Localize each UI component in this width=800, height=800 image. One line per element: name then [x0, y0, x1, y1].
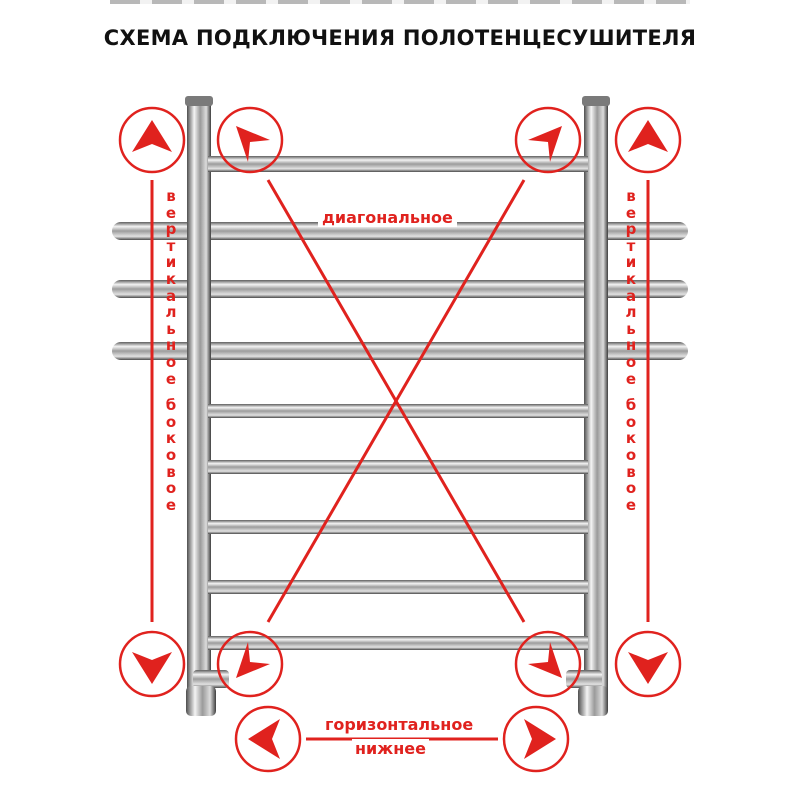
right-cap	[582, 96, 610, 106]
corner-arrow-circle-icon	[216, 630, 284, 698]
vertical-letter: р	[165, 220, 177, 239]
arrow-left-circle-icon	[234, 705, 302, 773]
rung	[208, 580, 588, 594]
outer-rail	[112, 342, 688, 360]
vertical-letter: е	[625, 203, 637, 222]
vertical-letter: н	[625, 336, 637, 355]
rung	[208, 460, 588, 474]
vertical-letter: е	[625, 369, 637, 388]
vertical-letter: т	[626, 236, 636, 255]
corner-arrow-circle-icon	[514, 630, 582, 698]
vertical-letter: к	[165, 269, 177, 288]
right-valve	[578, 686, 608, 716]
arrow-up-circle-icon	[118, 106, 186, 174]
connection-markers	[118, 106, 682, 773]
label-horizontal: горизонтальное	[322, 715, 477, 734]
rung	[208, 636, 588, 650]
corner-arrow-circle-icon	[216, 106, 284, 174]
left-valve	[186, 686, 216, 716]
vertical-letter: о	[625, 412, 637, 431]
vertical-letter: и	[625, 253, 637, 272]
vertical-letter: ь	[166, 319, 176, 338]
vertical-letter: е	[165, 369, 177, 388]
vertical-letter: е	[625, 495, 637, 514]
vertical-letter: б	[165, 396, 177, 415]
vertical-letter: а	[625, 286, 637, 305]
vertical-letter: а	[165, 286, 177, 305]
right-fitting	[566, 670, 602, 688]
vertical-letter: о	[625, 445, 637, 464]
outer-loop-rails	[112, 222, 688, 360]
rung	[208, 520, 588, 534]
vertical-letter: е	[165, 495, 177, 514]
vertical-letter: л	[165, 303, 177, 322]
vertical-letter: н	[165, 336, 177, 355]
vertical-letter: б	[625, 396, 637, 415]
vertical-letter: т	[166, 236, 176, 255]
left-fitting	[193, 670, 229, 688]
outer-rail	[112, 222, 688, 240]
label-bottom: нижнее	[352, 739, 429, 758]
vertical-letter: р	[625, 220, 637, 239]
rung	[208, 156, 588, 172]
vertical-letter: о	[625, 479, 637, 498]
top-decor-strip	[110, 0, 690, 4]
vertical-letter: к	[165, 429, 177, 448]
arrow-down-circle-icon	[614, 630, 682, 698]
vertical-letter: о	[625, 352, 637, 371]
right-upright	[584, 100, 608, 700]
vertical-letter: к	[625, 429, 637, 448]
vertical-letter: о	[165, 479, 177, 498]
rung	[208, 404, 588, 418]
vertical-letter: в	[626, 187, 636, 205]
vertical-letter: ь	[626, 319, 636, 338]
corner-arrow-circle-icon	[514, 106, 582, 174]
left-upright	[187, 100, 211, 700]
vertical-letter: в	[166, 187, 176, 205]
diagonal-lines	[266, 179, 526, 623]
outer-rail	[112, 280, 688, 298]
vertical-letter: в	[626, 462, 636, 481]
bottom-fittings	[186, 670, 608, 716]
diagonal-line	[266, 179, 526, 623]
arrow-up-circle-icon	[614, 106, 682, 174]
vertical-letter: в	[166, 462, 176, 481]
inner-rungs	[208, 156, 588, 650]
arrow-right-circle-icon	[502, 705, 570, 773]
vertical-letter: е	[165, 203, 177, 222]
vertical-letter: и	[165, 253, 177, 272]
vertical-letter: л	[625, 303, 637, 322]
arrow-down-circle-icon	[118, 630, 186, 698]
vertical-letter: о	[165, 445, 177, 464]
vertical-letter: о	[165, 352, 177, 371]
label-diagonal: диагональное	[318, 208, 457, 227]
vertical-letter: к	[625, 269, 637, 288]
page-title: СХЕМА ПОДКЛЮЧЕНИЯ ПОЛОТЕНЦЕСУШИТЕЛЯ	[103, 26, 697, 50]
vertical-lines	[150, 180, 650, 622]
left-cap	[185, 96, 213, 106]
vertical-letter: о	[165, 412, 177, 431]
